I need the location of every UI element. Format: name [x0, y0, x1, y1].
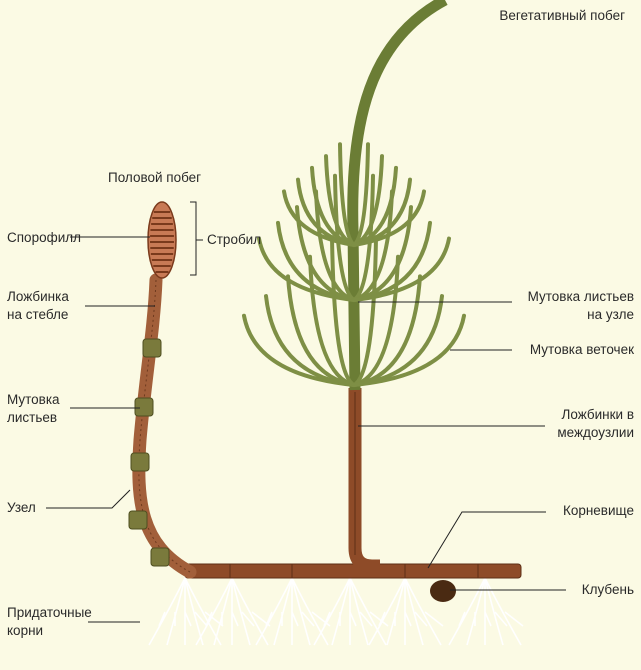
branch-whorls — [242, 142, 466, 387]
label-fertile-shoot: Половой побег — [108, 170, 202, 185]
root — [231, 577, 239, 645]
root — [349, 577, 389, 646]
tuber — [430, 580, 456, 602]
adventitious-roots — [148, 577, 524, 646]
branch — [330, 235, 356, 387]
root — [484, 577, 508, 646]
label-line: Мутовка — [7, 392, 60, 407]
label-internode-grooves: Ложбинки в междоузлии — [557, 406, 634, 442]
root — [313, 577, 351, 646]
label-stem-groove: Ложбинка на стебле — [7, 288, 69, 324]
leader-lines — [46, 201, 566, 623]
root — [448, 577, 486, 646]
branch — [352, 235, 378, 387]
root — [148, 577, 186, 646]
root — [484, 578, 492, 645]
root — [291, 578, 299, 645]
fertile-leaf-whorls — [128, 338, 170, 567]
label-line: на узле — [587, 307, 634, 322]
root — [231, 577, 271, 646]
root — [404, 577, 444, 646]
root — [349, 578, 357, 645]
root — [291, 577, 331, 646]
root — [386, 577, 406, 646]
leaf-whorl-sheath — [128, 510, 148, 530]
label-node: Узел — [7, 500, 36, 515]
label-strobilus: Стробил — [207, 232, 262, 247]
leaf-whorl-sheath — [134, 397, 154, 417]
branch — [333, 173, 356, 302]
branch — [295, 205, 356, 302]
root — [404, 578, 412, 645]
leaf-whorl-sheath — [130, 452, 150, 472]
root — [213, 577, 233, 646]
vegetative-green-stem — [347, 0, 448, 391]
label-adventitious-roots: Придаточные корни — [7, 604, 92, 640]
sporophylls — [150, 211, 174, 273]
branch — [352, 313, 466, 387]
label-tuber: Клубень — [581, 582, 634, 597]
label-rhizome: Корневище — [562, 503, 634, 518]
root — [255, 577, 293, 646]
root — [166, 577, 186, 646]
label-line: листьев — [7, 410, 58, 425]
root — [484, 577, 524, 646]
label-leaf-whorl: Мутовка листьев — [7, 391, 60, 427]
branch — [314, 189, 356, 302]
root — [368, 577, 406, 646]
branch — [264, 294, 356, 387]
root — [195, 577, 233, 646]
branch — [352, 173, 375, 302]
branch — [308, 254, 356, 387]
label-line: на стебле — [7, 307, 69, 322]
label-line: Ложбинки в — [561, 407, 635, 422]
root — [184, 577, 192, 645]
root — [291, 577, 315, 646]
rhizome — [184, 563, 522, 579]
branch — [338, 142, 356, 247]
leaf-whorl-sheath — [142, 338, 162, 358]
label-line: Мутовка листьев — [527, 289, 634, 304]
label-sporophyll: Спорофилл — [7, 230, 81, 245]
vegetative-brown-stem — [348, 388, 380, 573]
label-branch-whorl: Мутовка веточек — [529, 342, 634, 357]
label-line: корни — [7, 623, 44, 638]
root — [231, 577, 255, 646]
root — [349, 577, 373, 646]
branch — [286, 274, 356, 387]
rhizome-nodes — [229, 564, 479, 578]
label-line: междоузлии — [557, 425, 634, 440]
root — [273, 577, 293, 646]
label-vegetative-shoot: Вегетативный побег — [499, 8, 625, 23]
leaf-whorl-sheath — [150, 547, 170, 567]
branch — [352, 189, 426, 247]
root — [466, 577, 486, 646]
root — [404, 577, 428, 646]
root — [331, 577, 351, 646]
root — [184, 577, 208, 646]
label-node-leaf-whorl: Мутовка листьев на узле — [528, 288, 634, 324]
label-line: Ложбинка — [7, 289, 69, 304]
branch — [352, 294, 444, 387]
label-line: Придаточные — [7, 605, 92, 620]
